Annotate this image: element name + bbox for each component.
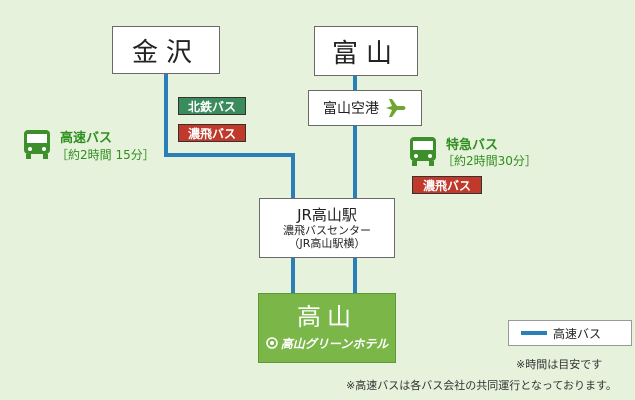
bus-icon [408, 135, 438, 171]
badge-nohi-toyama-label: 濃飛バス [422, 179, 471, 193]
takayama-label: 高山 [297, 303, 357, 332]
badge-hokutetsu-bus: 北鉄バス [178, 97, 246, 115]
badge-nohi-bus-kanazawa: 濃飛バス [178, 124, 246, 142]
hotel-logo: 高山グリーンホテル [266, 335, 388, 352]
nohi-center-sub-label: （JR高山駅横） [288, 237, 366, 250]
time-note: ※時間は目安です [516, 358, 603, 371]
toyama-route-type: 特急バス [446, 138, 499, 153]
legend-label: 高速バス [553, 326, 602, 341]
node-kanazawa: 金沢 [112, 26, 220, 74]
toyama-airport-label: 富山空港 [323, 101, 379, 117]
jr-takayama-label: JR高山駅 [297, 205, 357, 224]
toyama-label: 富山 [331, 38, 400, 69]
toyama-route-time: ［約2時間30分］ [442, 154, 537, 168]
node-toyama-airport: 富山空港 [308, 90, 422, 126]
airplane-icon [385, 98, 407, 118]
node-toyama: 富山 [314, 26, 418, 76]
legend-line-swatch [521, 331, 547, 335]
node-takayama: 高山 高山グリーンホテル [258, 293, 396, 363]
hotel-logo-mark [266, 337, 278, 349]
hotel-logo-text: 高山グリーンホテル [280, 336, 389, 351]
kanazawa-route-type: 高速バス [60, 131, 113, 146]
kanazawa-label: 金沢 [131, 37, 200, 68]
bus-icon [22, 128, 52, 164]
nohi-center-label: 濃飛バスセンター [283, 223, 371, 237]
badge-hokutetsu-label: 北鉄バス [187, 100, 236, 114]
kanazawa-route-time: ［約2時間 15分］ [56, 148, 155, 162]
badge-nohi-kanazawa-label: 濃飛バス [187, 127, 236, 141]
node-jr-takayama: JR高山駅 濃飛バスセンター （JR高山駅横） [259, 198, 395, 258]
legend: 高速バス [508, 320, 632, 346]
badge-nohi-bus-toyama: 濃飛バス [412, 176, 482, 194]
route-line-kanazawa [164, 74, 295, 198]
joint-operation-note: ※高速バスは各バス会社の共同運行となっております。 [346, 379, 617, 392]
